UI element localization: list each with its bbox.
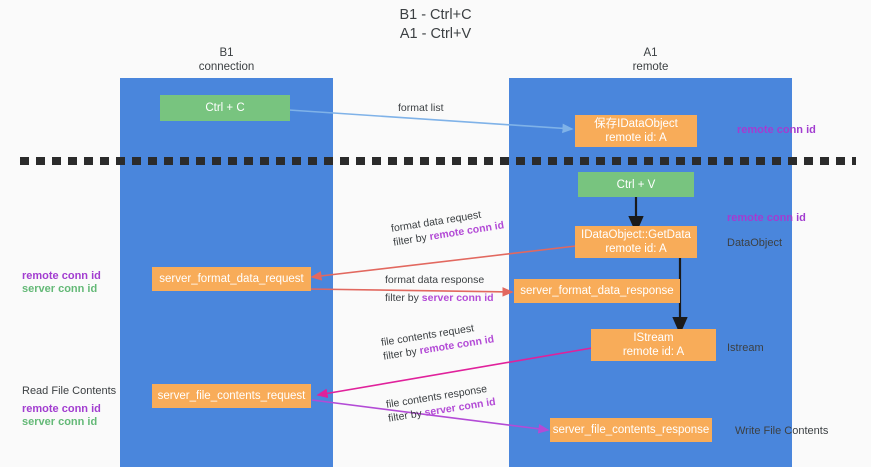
annotation-dataobject: DataObject [727,237,783,249]
edge-label-format-data-response-key: server conn id [421,292,494,304]
box-ctrl-c[interactable]: Ctrl + C [160,95,290,121]
column-header-b1: B1 connection [120,46,333,74]
box-save-idataobject-line1: 保存IDataObject [594,118,678,130]
box-save-idataobject[interactable]: 保存IDataObject remote id: A [575,115,697,147]
edge-label-format-data-response-line1: format data response [385,274,485,286]
box-istream[interactable]: IStream remote id: A [591,329,716,361]
annotation-remote-conn-id-mid: remote conn id [727,212,806,224]
edge-label-file-contents-response: file contents response filter by server … [385,381,497,426]
column-header-a1-name: A1 [643,47,658,59]
edge-label-format-data-request: format data request filter by remote con… [390,204,505,249]
annotation-left-remote-conn-id-mid: remote conn id [22,270,101,282]
annotation-left-server-conn-id-bottom: server conn id [22,416,98,428]
box-ctrl-c-label: Ctrl + C [205,102,245,114]
box-server-file-contents-response[interactable]: server_file_contents_response [550,418,712,442]
annotation-left-server-conn-id-mid: server conn id [22,283,98,295]
annotation-istream: Istream [727,342,764,354]
box-server-file-contents-request[interactable]: server_file_contents_request [152,384,311,408]
annotation-write-file-contents: Write File Contents [735,425,829,437]
box-istream-line1: IStream [633,332,674,344]
box-getdata-line1: IDataObject::GetData [581,229,691,241]
title-line-2: A1 - Ctrl+V [399,26,472,42]
box-server-format-data-response-label: server_format_data_response [520,285,674,297]
page-title: B1 - Ctrl+C A1 - Ctrl+V [0,6,871,44]
box-save-idataobject-line2: remote id: A [605,132,667,144]
edge-label-format-data-response-line2: filter by server conn id [385,291,494,305]
box-istream-line2: remote id: A [622,346,685,358]
box-server-format-data-request[interactable]: server_format_data_request [152,267,311,291]
edge-label-format-data-response: format data response filter by server co… [385,273,494,305]
column-header-b1-name: B1 [219,47,234,59]
box-ctrl-v-label: Ctrl + V [616,178,656,191]
box-server-file-contents-response-label: server_file_contents_response [552,424,710,436]
box-server-format-data-response[interactable]: server_format_data_response [514,279,680,303]
annotation-remote-conn-id-top: remote conn id [737,124,816,136]
column-header-a1: A1 remote [509,46,792,74]
annotation-read-file-contents: Read File Contents [22,385,117,397]
edge-label-format-list-text: format list [398,102,444,114]
column-header-a1-role: remote [632,61,669,73]
title-line-1: B1 - Ctrl+C [399,7,472,23]
box-getdata[interactable]: IDataObject::GetData remote id: A [575,226,697,258]
box-server-format-data-request-label: server_format_data_request [159,273,304,285]
edge-label-format-data-response-prefix: filter by [385,292,422,304]
column-header-b1-role: connection [198,61,255,73]
box-getdata-line2: remote id: A [605,243,667,255]
divider-dashed-line [20,157,856,165]
edge-label-file-contents-request: file contents request filter by remote c… [380,318,495,363]
box-server-file-contents-request-label: server_file_contents_request [157,390,306,402]
annotation-left-remote-conn-id-bottom: remote conn id [22,403,101,415]
box-ctrl-v[interactable]: Ctrl + V [578,172,694,197]
edge-label-format-list: format list [398,101,444,115]
